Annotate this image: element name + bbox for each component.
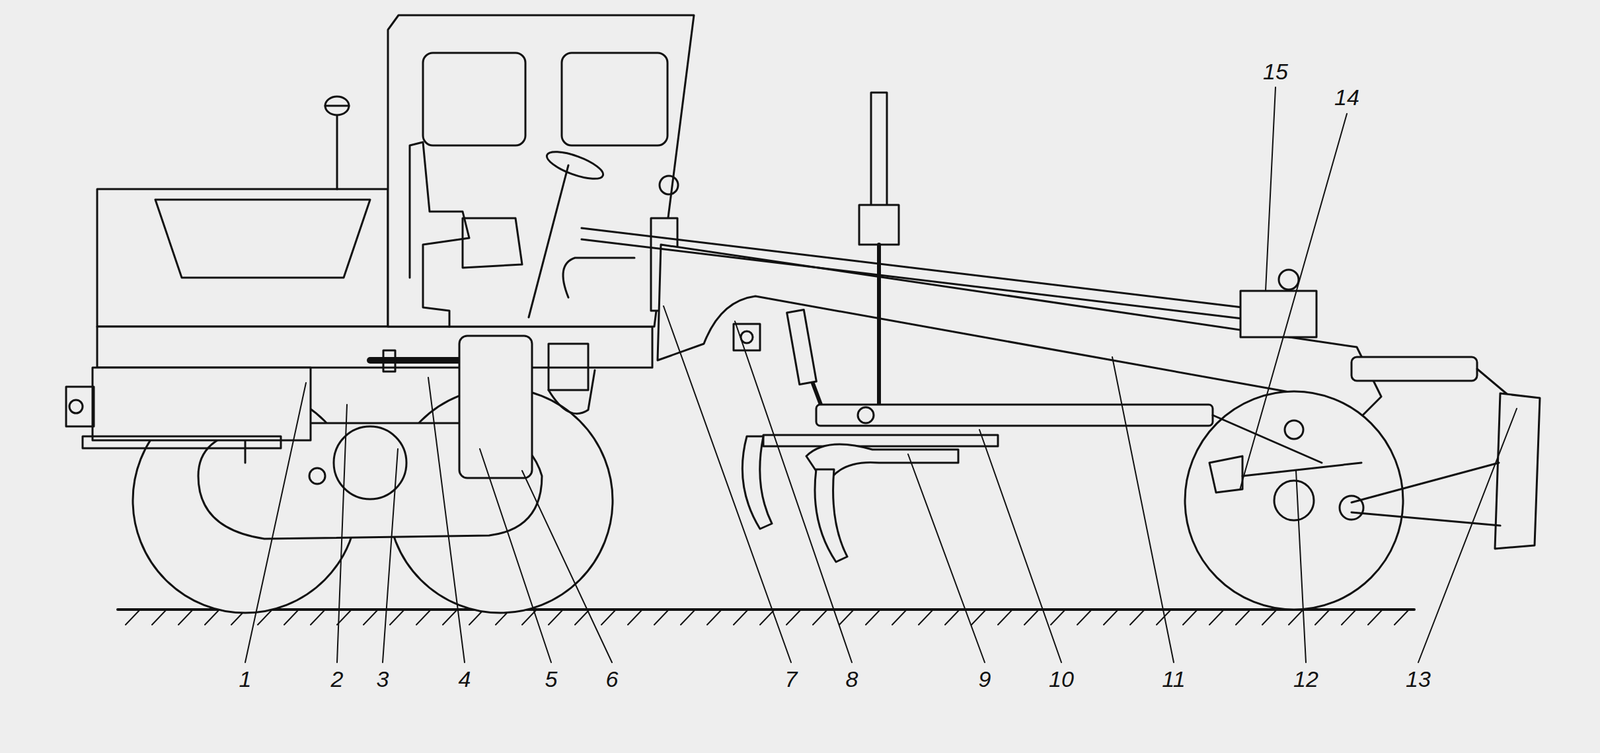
dozer-blade <box>1339 393 1540 549</box>
callout-number: 8 <box>843 667 861 690</box>
callout-number: 15 <box>1260 60 1291 83</box>
callout-number: 14 <box>1332 85 1362 109</box>
blade-assembly <box>733 92 1322 562</box>
callout-number: 4 <box>456 667 474 690</box>
callout-number: 3 <box>374 667 392 690</box>
callout-number: 9 <box>976 667 994 690</box>
main-frame <box>581 228 1511 427</box>
operator-cab <box>387 15 694 327</box>
front-wheel <box>1184 391 1404 610</box>
callout-number: 1 <box>237 667 254 690</box>
callout-number: 5 <box>543 667 560 690</box>
callout-number: 6 <box>604 667 621 690</box>
ground <box>117 609 1415 625</box>
callout-number: 2 <box>329 667 346 690</box>
callout-number: 11 <box>1159 667 1187 690</box>
callout-number: 7 <box>783 667 800 690</box>
callout-number: 13 <box>1403 667 1433 690</box>
callout-number: 10 <box>1046 667 1076 690</box>
callout-number: 12 <box>1291 667 1321 690</box>
leader-lines <box>245 87 1517 663</box>
